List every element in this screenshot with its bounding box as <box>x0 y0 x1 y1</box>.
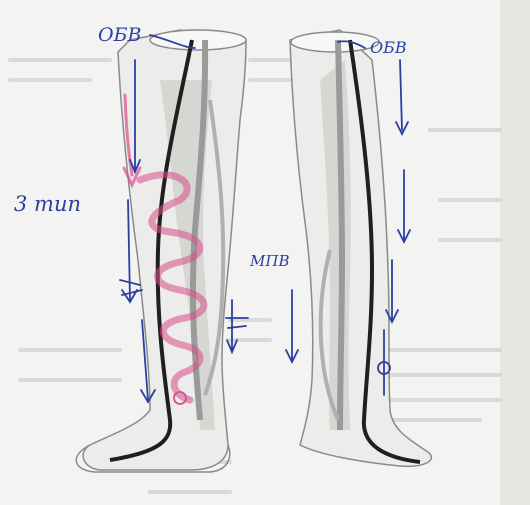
annotation-obv-right: ОБВ <box>370 40 407 56</box>
page-shadow-right <box>500 0 530 505</box>
right-thigh-top-cap <box>291 32 379 52</box>
annotation-mpv: МПВ <box>250 254 289 269</box>
annotation-type: 3 тип <box>14 194 81 215</box>
annotation-obv-left: ОБВ <box>98 26 142 45</box>
